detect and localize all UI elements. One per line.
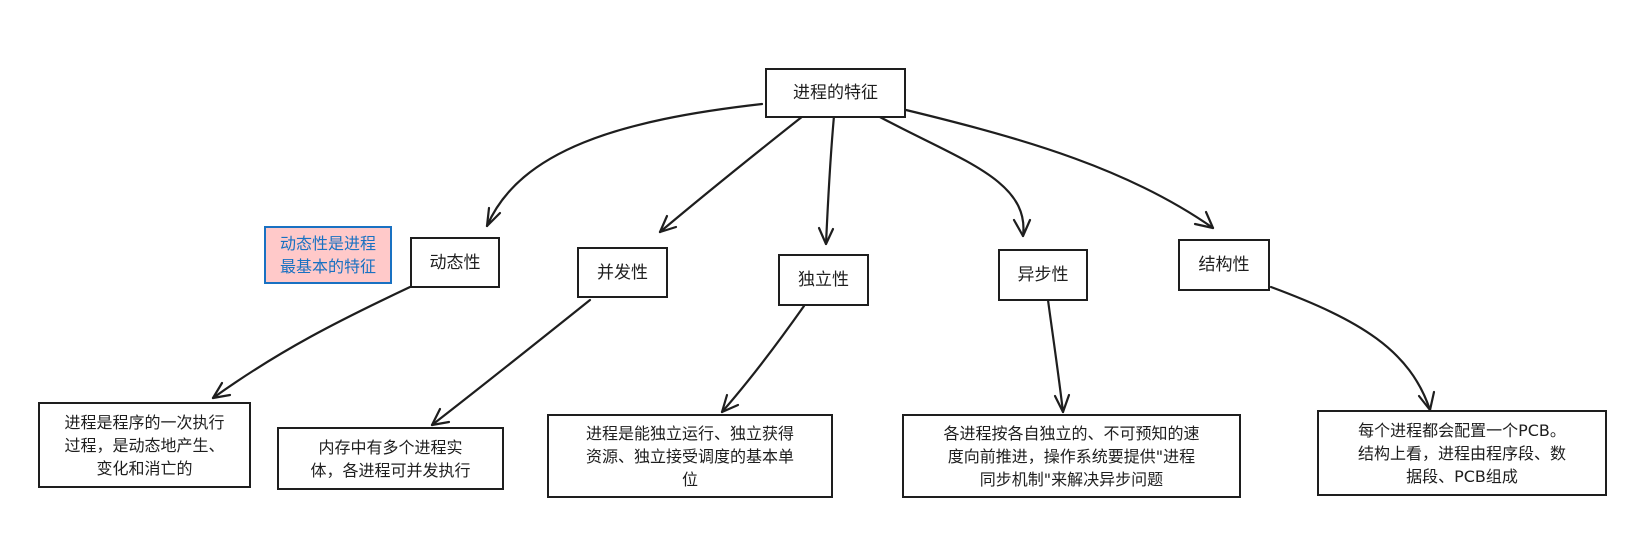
desc-line: 内存中有多个进程实 <box>318 437 463 457</box>
arrow-head <box>658 214 678 234</box>
desc-node-dynamic: 进程是程序的一次执行 过程，是动态地产生、 变化和消亡的 <box>38 402 251 488</box>
feature-node-structure: 结构性 <box>1178 239 1270 291</box>
arrow-head <box>1417 390 1436 412</box>
feature-label: 异步性 <box>1017 265 1069 285</box>
desc-line: 体，各进程可并发执行 <box>310 460 471 480</box>
desc-line: 进程是能独立运行、独立获得 <box>585 423 794 443</box>
desc-line: 据段、PCB组成 <box>1406 466 1518 486</box>
arrow-head <box>1053 393 1071 414</box>
note-line: 动态性是进程 <box>279 234 376 253</box>
desc-line: 位 <box>681 469 698 489</box>
arrow-head <box>485 206 502 228</box>
arrow-concurrency-to-desc <box>430 298 592 427</box>
note-line: 最基本的特征 <box>279 257 376 276</box>
feature-node-dynamic: 动态性 <box>410 237 500 288</box>
desc-node-concurrency: 内存中有多个进程实 体，各进程可并发执行 <box>277 427 504 490</box>
feature-label: 独立性 <box>798 270 849 290</box>
arrow-dynamic-to-desc <box>211 285 412 400</box>
arrow-head <box>817 226 835 246</box>
desc-line: 度向前推进，操作系统要提供"进程 <box>947 446 1196 466</box>
desc-line: 每个进程都会配置一个PCB。 <box>1358 420 1566 440</box>
arrow-structure-to-desc <box>1269 285 1432 412</box>
desc-line: 过程，是动态地产生、 <box>64 435 225 455</box>
feature-label: 并发性 <box>597 262 648 283</box>
desc-node-async: 各进程按各自独立的、不可预知的速 度向前推进，操作系统要提供"进程 同步机制"来… <box>902 414 1241 498</box>
arrow-root-to-dynamic <box>485 102 764 228</box>
arrow-root-to-structure <box>904 108 1215 230</box>
arrow-root-to-concurrency <box>658 114 805 234</box>
desc-line: 结构上看，进程由程序段、数 <box>1357 443 1566 463</box>
root-node: 进程的特征 <box>765 68 906 118</box>
desc-line: 各进程按各自独立的、不可预知的速 <box>943 423 1200 443</box>
feature-node-async: 异步性 <box>998 249 1088 301</box>
arrow-independence-to-desc <box>720 304 806 414</box>
root-label: 进程的特征 <box>793 83 878 103</box>
desc-node-structure: 每个进程都会配置一个PCB。 结构上看，进程由程序段、数 据段、PCB组成 <box>1317 410 1607 496</box>
arrow-async-to-desc <box>1046 298 1065 414</box>
feature-label: 结构性 <box>1198 255 1250 275</box>
arrow-root-to-async <box>876 114 1025 238</box>
desc-line: 同步机制"来解决异步问题 <box>979 469 1164 489</box>
note-callout: 动态性是进程 最基本的特征 <box>264 226 392 284</box>
arrow-head <box>720 393 740 414</box>
arrow-head <box>430 407 451 427</box>
arrow-head <box>1193 210 1215 230</box>
arrow-head <box>211 381 232 400</box>
desc-line: 资源、独立接受调度的基本单 <box>585 446 794 466</box>
arrow-head <box>1012 218 1032 238</box>
desc-node-independence: 进程是能独立运行、独立获得 资源、独立接受调度的基本单 位 <box>547 414 833 498</box>
desc-line: 变化和消亡的 <box>96 458 193 478</box>
feature-node-concurrency: 并发性 <box>577 247 668 298</box>
arrow-root-to-independence <box>824 114 836 246</box>
feature-node-independence: 独立性 <box>778 254 869 306</box>
desc-line: 进程是程序的一次执行 <box>64 412 225 432</box>
feature-label: 动态性 <box>429 252 481 273</box>
